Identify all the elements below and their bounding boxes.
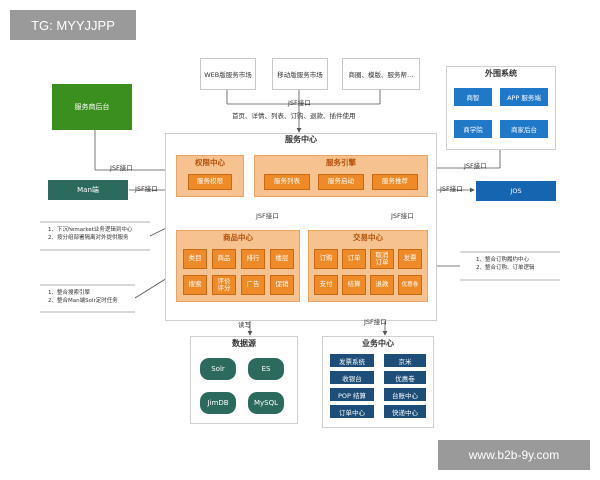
engine-item: 服务启动 [318,174,364,190]
market-circle: 商圈、模版、服务帮… [342,58,420,90]
external-item: 商学院 [454,120,492,138]
datasource-item: JimDB [200,392,236,414]
external-item: APP 服务端 [500,88,548,106]
engine-item: 服务列表 [264,174,310,190]
trade-item: 优惠卷 [398,275,422,295]
external-item: 商家后台 [500,120,548,138]
external-systems-title: 外围系统 [485,69,517,78]
business-item: 台账中心 [384,388,426,401]
jsf-label-right-2: JSF接口 [440,185,463,193]
goods-item: 商品 [212,249,236,269]
trade-center-title: 交易中心 [353,233,383,242]
jsf-label-right-1: JSF接口 [464,162,487,170]
goods-item: 类目 [183,249,207,269]
trade-item: 结算 [342,275,366,295]
jsf-label-left-2: JSF接口 [135,185,158,193]
datasource-item: Solr [200,358,236,380]
business-center-title: 业务中心 [362,339,394,348]
auth-item: 服务权限 [188,174,232,190]
watermark-top: TG: MYYJJPP [10,10,136,40]
service-engine-title: 服务引擎 [326,158,356,167]
auth-center-title: 权限中心 [195,158,225,167]
trade-item: 订单 [342,249,366,269]
trade-item: 支付 [314,275,338,295]
external-item: 商智 [454,88,492,106]
trade-item: 取消 订单 [370,249,394,269]
market-web: WEB版服务市场 [200,58,256,90]
trade-item: 订购 [314,249,338,269]
jsf-label-business: JSF接口 [364,318,387,326]
jsf-label-top: JSF接口 [288,99,311,107]
jsf-ops-label: 首页、详情、列表、订购、退款、插件使用 [232,112,356,120]
business-item: POP 结算 [330,388,374,401]
jos-box: JOS [476,181,556,201]
business-item: 快递中心 [384,405,426,418]
goods-item: 广告 [241,275,265,295]
read-write-label: 读写 [238,321,251,329]
goods-item: 评价 评分 [212,275,236,295]
business-item: 订单中心 [330,405,374,418]
datasource-item: ES [248,358,284,380]
jsf-label-left-1: JSF接口 [110,164,133,172]
datasource-item: MySQL [248,392,284,414]
goods-item: 排行 [241,249,265,269]
business-item: 优惠卷 [384,371,426,384]
jsf-label-goods: JSF接口 [256,212,279,220]
goods-item: 楼层 [270,249,294,269]
service-center-title: 服务中心 [285,135,317,144]
business-item: 收银台 [330,371,374,384]
watermark-bottom: www.b2b-9y.com [438,440,590,470]
goods-item: 促销 [270,275,294,295]
datasource-title: 数据源 [232,339,256,348]
man-side: Man端 [48,180,128,200]
market-mobile: 移动版服务市场 [272,58,328,90]
goods-item: 搜索 [183,275,207,295]
jsf-label-trade: JSF接口 [391,212,414,220]
trade-item: 退款 [370,275,394,295]
business-item: 京米 [384,354,426,367]
service-backend: 服务商后台 [52,84,132,130]
engine-item: 服务推荐 [372,174,418,190]
goods-center-title: 商品中心 [223,233,253,242]
business-item: 发票系统 [330,354,374,367]
trade-item: 发票 [398,249,422,269]
